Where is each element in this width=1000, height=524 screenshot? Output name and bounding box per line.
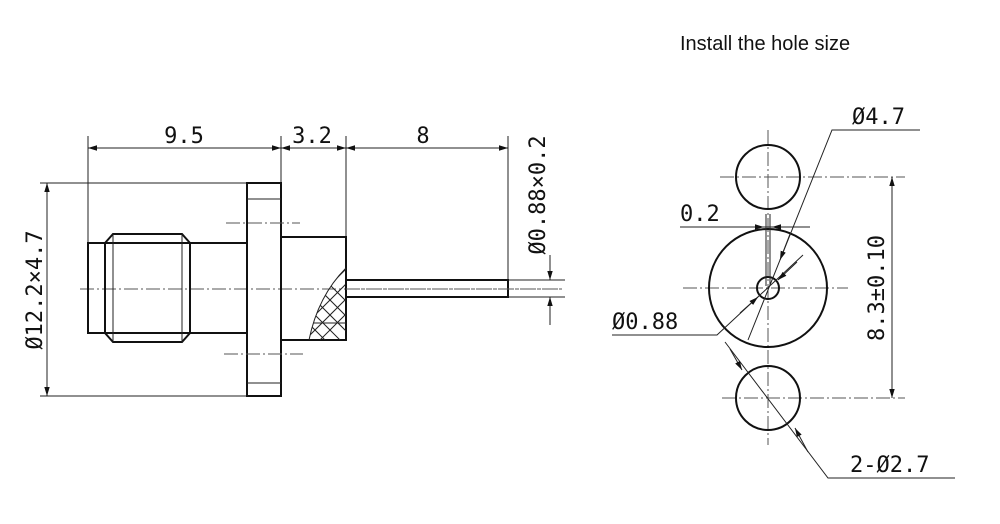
- dim-pin-hole: Ø0.88: [612, 310, 678, 335]
- dim-flange-length: 3.2: [292, 124, 332, 149]
- leader-mount-holes: [724, 341, 955, 479]
- dim-gap: 0.2: [680, 202, 720, 227]
- leader-center-hole: [747, 129, 920, 341]
- dim-center-hole: Ø4.7: [852, 105, 905, 130]
- drawing-title: Install the hole size: [680, 33, 851, 55]
- dim-spacing: 8.3±0.10: [865, 235, 890, 341]
- dim-pin-length: 8: [416, 124, 429, 149]
- hole-view: Ø4.7 0.2 Ø0.88 8.3±0.10 2-Ø2.7: [612, 105, 955, 479]
- mount-hole-top: [735, 144, 801, 210]
- leader-pin-hole: [612, 254, 804, 336]
- dim-pin-diameter: Ø0.88×0.2: [526, 135, 551, 254]
- side-view: 9.5 3.2 8 Ø12.2×4.7 Ø0.88×0.2: [23, 124, 565, 397]
- dim-mount-holes: 2-Ø2.7: [850, 453, 929, 478]
- mount-hole-bottom: [735, 365, 801, 431]
- center-hole: [708, 228, 828, 348]
- threaded-section: [104, 233, 191, 343]
- connector-body: [87, 242, 248, 334]
- pin-hole: [756, 276, 780, 300]
- extension-lines: [40, 136, 565, 397]
- dim-flange-size: Ø12.2×4.7: [23, 230, 48, 349]
- dim-body-length: 9.5: [164, 124, 204, 149]
